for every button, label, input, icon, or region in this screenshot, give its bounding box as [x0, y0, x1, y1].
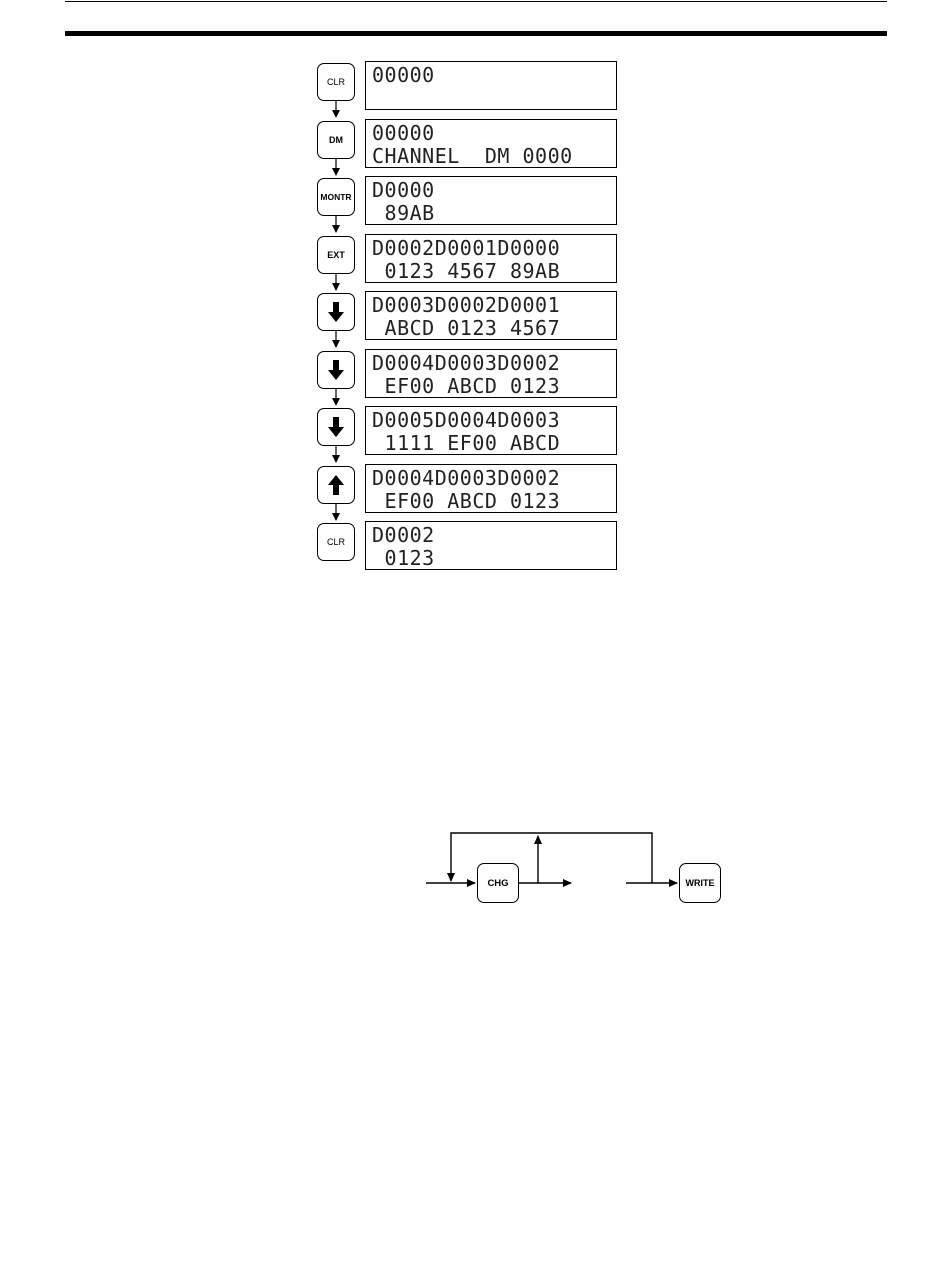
down-arrow-key[interactable]	[317, 408, 355, 446]
lcd-line-1: D0004D0003D0002	[372, 467, 616, 490]
lcd-line-1: 00000	[372, 64, 616, 87]
montr-key[interactable]: MONTR	[317, 178, 355, 216]
write-key[interactable]: WRITE	[679, 863, 721, 903]
lcd-line-2: 0123 4567 89AB	[372, 260, 616, 283]
lcd-line-1: D0002	[372, 524, 616, 547]
lcd-line-2: CHANNEL DM 0000	[372, 145, 616, 168]
clr-key[interactable]: CLR	[317, 523, 355, 561]
up-arrow-icon	[328, 475, 344, 495]
lcd-line-2: 1111 EF00 ABCD	[372, 432, 616, 455]
down-arrow-icon	[328, 302, 344, 322]
lcd-display: 00000 CHANNEL DM 0000	[365, 119, 617, 168]
lcd-line-1: 00000	[372, 122, 616, 145]
down-arrow-icon	[328, 360, 344, 380]
lcd-display: D0002 0123	[365, 521, 617, 570]
chg-key[interactable]: CHG	[477, 863, 519, 903]
lcd-line-1: D0003D0002D0001	[372, 294, 616, 317]
lcd-line-2: ABCD 0123 4567	[372, 317, 616, 340]
lcd-line-2: 89AB	[372, 202, 616, 225]
lcd-display: D0005D0004D0003 1111 EF00 ABCD	[365, 406, 617, 455]
header-rule-thin	[65, 1, 887, 2]
lcd-display: D0004D0003D0002 EF00 ABCD 0123	[365, 349, 617, 398]
ext-key[interactable]: EXT	[317, 236, 355, 274]
header-rule-thick	[65, 31, 887, 36]
down-arrow-key[interactable]	[317, 351, 355, 389]
lcd-display: 00000	[365, 61, 617, 110]
lcd-display: D0002D0001D0000 0123 4567 89AB	[365, 234, 617, 283]
lcd-line-1: D0005D0004D0003	[372, 409, 616, 432]
lcd-display: D0004D0003D0002 EF00 ABCD 0123	[365, 464, 617, 513]
clr-key[interactable]: CLR	[317, 63, 355, 101]
down-arrow-key[interactable]	[317, 293, 355, 331]
up-arrow-key[interactable]	[317, 466, 355, 504]
dm-key[interactable]: DM	[317, 121, 355, 159]
lcd-line-1: D0004D0003D0002	[372, 352, 616, 375]
lcd-display: D0003D0002D0001 ABCD 0123 4567	[365, 291, 617, 340]
lcd-display: D0000 89AB	[365, 176, 617, 225]
lcd-line-2: EF00 ABCD 0123	[372, 490, 616, 513]
lcd-line-2: 0123	[372, 547, 616, 570]
lcd-line-1: D0002D0001D0000	[372, 237, 616, 260]
lcd-line-2: EF00 ABCD 0123	[372, 375, 616, 398]
lcd-line-2	[372, 87, 616, 110]
down-arrow-icon	[328, 417, 344, 437]
lcd-line-1: D0000	[372, 179, 616, 202]
